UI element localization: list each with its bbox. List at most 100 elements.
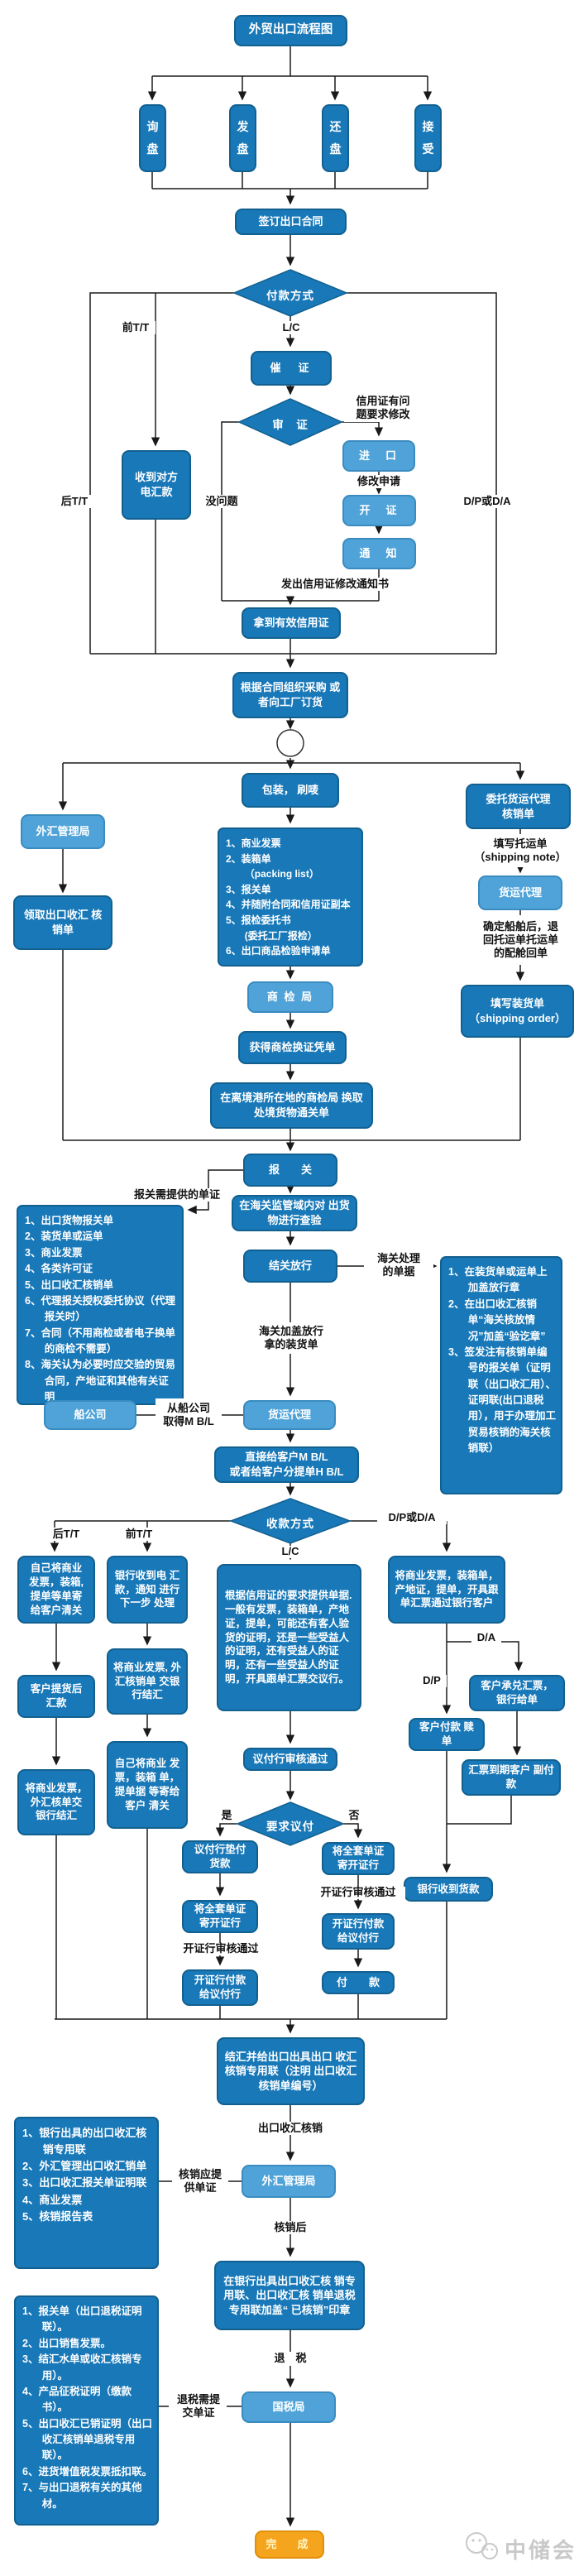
connector-circle [276, 729, 304, 757]
node-draft-due: 汇票到期客户 副付款 [462, 1759, 561, 1796]
edge-label-da: D/A [471, 1631, 501, 1644]
node-safe-bureau-left: 外汇管理局 [21, 814, 105, 849]
node-urge-lc: 催 证 [251, 351, 332, 386]
node-neg-bank-ok: 议付行审核通过 [243, 1748, 337, 1771]
list-item: 1、银行出具的出口收汇核销专用联 [22, 2127, 147, 2156]
node-issuing-pay-l: 开证行付款 给议付行 [182, 1969, 258, 2006]
node-fill-shipping-order: 填写装货单 （shipping order） [461, 985, 574, 1038]
edge-label-lc-problem: 信用证有问 题要求修改 [344, 394, 422, 422]
node-send-full-docs-r: 将全套单证 寄开证行 [322, 1842, 395, 1875]
node-counter-offer: 还 盘 [322, 104, 349, 172]
edge-label-after-verification: 核销后 [270, 2221, 310, 2234]
node-inquiry: 询 盘 [139, 104, 166, 172]
wechat-logo-icon [466, 2532, 498, 2559]
node-freight-agent-right: 货运代理 [478, 875, 562, 910]
node-pack-mark: 包装， 刷唛 [242, 773, 339, 808]
list-item: 4、各类许可证 [25, 1263, 93, 1275]
node-entrust-agent: 委托货运代理 核销单 [466, 784, 571, 829]
node-sign-contract: 签订出口合同 [235, 209, 347, 235]
node-offer: 发 盘 [229, 104, 256, 172]
edge-label-lc: L/C [276, 321, 306, 334]
list-item: 5、出口收汇已销证明（出口收汇核销单退税专用联）。 [22, 2417, 152, 2462]
edge-label-shipping-note: 填写托运单 （shipping note） [462, 834, 579, 867]
node-done: 完 成 [255, 2530, 324, 2559]
edge-label-lc2: L/C [278, 1545, 303, 1558]
list-item: 4、商业发票 [22, 2193, 83, 2206]
list-item: 6、进货增值税发票抵扣联。 [22, 2465, 152, 2478]
node-dpda-box: 将商业发票，装箱单，产地证，提单，开具跟单汇票通过银行客户 [388, 1556, 505, 1624]
edge-label-tax-refund: 退 税 [269, 2352, 312, 2366]
edge-label-yes: 是 [220, 1808, 233, 1822]
list-item: 3、报关单 [226, 883, 271, 895]
review-lc-label: 审 证 [272, 419, 309, 431]
edge-label-customs-processed: 海关处理 的单据 [364, 1250, 433, 1281]
node-give-bl: 直接给客户M B/L 或者给客户分提单H B/L [214, 1446, 359, 1483]
list-item: 2、装箱单 （packing list） [226, 852, 319, 880]
node-organize-goods: 根据合同组织采购 或者向工厂订货 [232, 672, 348, 718]
collection-method-diamond [228, 1498, 352, 1544]
list-item: 2、装货单或运单 [25, 1230, 103, 1243]
edge-label-confirm-vessel: 确定船舶后，退 回托运单托运单 的配舱回单 [467, 915, 574, 965]
node-inspect-goods: 在海关监管域内对 出货物进行查验 [232, 1195, 357, 1231]
payment-method-diamond [232, 269, 348, 317]
node-tt-after-box: 自己将商业 发票，装箱, 提单等单寄 给客户清关 [17, 1556, 95, 1624]
edge-label-dp: D/P [417, 1674, 447, 1687]
refund-docs-list: 1、报关单（出口退税证明联）。2、出口销售发票。3、结汇水单或收汇核销专用）。4… [14, 2295, 159, 2526]
list-item: 2、在出口收汇核销单“海关核放情况”加盖“验讫章” [448, 1298, 546, 1342]
list-item: 4、并随附合同和信用证副本 [226, 899, 351, 911]
list-item: 7、合同（不用商检或者电子换单的商检不需要） [25, 1326, 175, 1355]
edge-label-issuing-ok-l: 开证行审核通过 [174, 1942, 268, 1955]
node-ship-company: 船公司 [44, 1400, 136, 1430]
list-item: 5、核销报告表 [22, 2209, 93, 2223]
node-send-full-docs-l: 将全套单证 寄开证行 [182, 1900, 258, 1933]
node-settle2: 将商业发票, 外汇核销单 交银行结汇 [107, 1648, 188, 1715]
node-payment: 付 款 [322, 1971, 395, 1994]
node-bank-received: 银行收到货款 [404, 1877, 493, 1902]
edge-label-tt-before: 前T/T [116, 321, 156, 334]
edge-label-refund-docs: 退税需提 交单证 [170, 2391, 227, 2421]
node-get-inspection-voucher: 获得商检换证凭单 [238, 1031, 347, 1064]
edge-label-from-ship: 从船公司 取得M B/L [156, 1398, 222, 1432]
edge-label-tt-after: 后T/T [55, 495, 94, 508]
list-item: 3、出口收汇报关单证明联 [22, 2176, 147, 2190]
node-da-accept: 客户承兑汇票， 银行给单 [469, 1675, 565, 1711]
require-negotiation-label: 要求议付 [266, 1820, 314, 1833]
list-item: 3、结汇水单或收汇核销专用）。 [22, 2353, 142, 2382]
edge-label-dp-da2: D/P或D/A [377, 1511, 447, 1524]
list-item: 3、签发注有核销单编号的报关单（证明联（出口收汇用）、证明联(出口退税用），用于… [448, 1346, 557, 1455]
node-declare-customs: 报 关 [243, 1154, 337, 1187]
inspection-docs-list: 1、商业发票 2、装箱单 （packing list） 3、报关单 4、并随附合同和信… [218, 827, 363, 967]
edge-label-verification-docs: 核销应提 供单证 [172, 2166, 228, 2196]
node-get-verification-form: 领取出口收汇 核销单 [13, 895, 112, 950]
list-item: 4、产品征税证明（缴款书）。 [22, 2385, 132, 2414]
list-item: 6、出口商品检验申请单 [226, 945, 331, 957]
edge-label-tt-after2: 后T/T [46, 1528, 86, 1541]
node-get-valid-lc: 拿到有效信用证 [242, 607, 341, 639]
edge-label-customs-stamp: 海关加盖放行 拿的装货单 [238, 1322, 344, 1354]
edge-label-dp-da: D/P或D/A [453, 495, 521, 508]
edge-label-export-verification: 出口收汇核销 [251, 2122, 329, 2135]
list-item: 3、商业发票 [25, 1246, 83, 1259]
edge-label-declare-docs: 报关需提供的单证 [122, 1188, 232, 1202]
node-issuing-pay-r: 开证行付款 给议付行 [322, 1913, 395, 1950]
review-lc-diamond [237, 398, 343, 446]
node-lc-docs-box: 根据信用证的要求提供单据.一般有发票，装箱单，产地证，提单，可能还有客人验货的证… [217, 1564, 361, 1711]
node-issue-lc: 开 证 [342, 495, 416, 526]
node-dp-pay: 客户付款 赎单 [409, 1718, 485, 1751]
node-neg-bank-advance: 议付行垫付 货款 [182, 1840, 258, 1873]
list-item: 7、与出口退税有关的其他材。 [22, 2482, 142, 2510]
edge-label-issuing-ok-r: 开证行审核通过 [311, 1886, 405, 1899]
list-item: 1、商业发票 [226, 837, 281, 849]
node-stamp-box: 在银行出具出口收汇核 销专用联、出口收汇核 销单退税专用联加盖“ 已核销”印章 [214, 2261, 365, 2330]
node-inspection-bureau: 商 检 局 [247, 981, 333, 1013]
edge-label-amendment-notice: 发出信用证修改通知书 [266, 578, 404, 591]
list-item: 5、报检委托书 (委托工厂报检） [226, 914, 318, 942]
list-item: 6、代理报关授权委托协议（代理报关时） [25, 1294, 175, 1323]
node-tax-bureau: 国税局 [242, 2391, 336, 2423]
node-acceptance: 接 受 [414, 104, 442, 172]
node-receive-tt: 收到对方 电汇款 [122, 450, 191, 520]
require-negotiation-diamond [236, 1801, 345, 1846]
